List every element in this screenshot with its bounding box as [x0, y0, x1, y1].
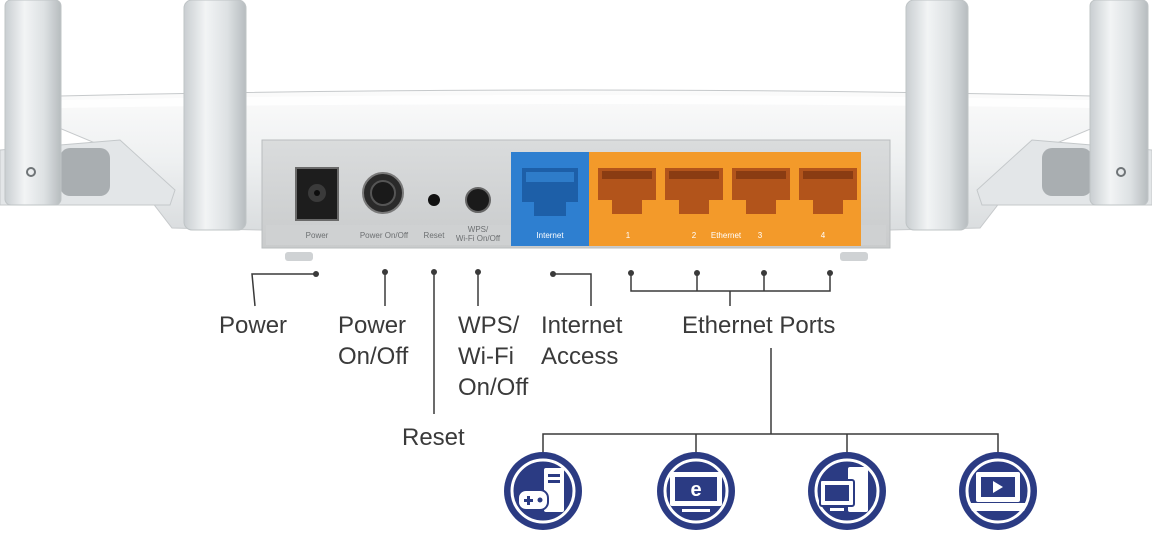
ethernet-ports: [589, 152, 861, 246]
panel-label-port-2: 2: [692, 231, 697, 240]
callout-wps-line2: Wi-Fi: [458, 343, 514, 370]
ethernet-port-2: [665, 168, 723, 214]
internet-port: [511, 152, 589, 246]
callout-wps: WPS/ Wi-Fi On/Off: [458, 310, 528, 403]
wps-button: [465, 187, 491, 213]
smart-tv-icon: e: [657, 452, 735, 530]
callout-power-onoff-line2: On/Off: [338, 343, 409, 370]
panel-label-port-1: 1: [626, 231, 631, 240]
desktop-computer-icon: [808, 452, 886, 530]
callout-reset-text: Reset: [402, 424, 465, 451]
power-switch: [362, 172, 404, 214]
callout-internet-line1: Internet: [541, 312, 623, 339]
panel-label-power-onoff: Power On/Off: [360, 231, 409, 240]
callout-power-onoff-line1: Power: [338, 312, 407, 339]
panel-label-port-3: 3: [758, 231, 763, 240]
antennas: [4, 0, 1149, 231]
power-jack: [295, 167, 339, 221]
leader-dots: [313, 269, 833, 277]
panel-label-ethernet: Ethernet: [711, 231, 742, 240]
callout-wps-line3: On/Off: [458, 374, 529, 401]
panel-label-power: Power: [306, 231, 329, 240]
game-pc-icon: [504, 452, 582, 530]
callout-ethernet-ports: Ethernet Ports: [682, 310, 835, 341]
svg-text:e: e: [690, 479, 701, 501]
callout-internet-line2: Access: [541, 343, 619, 370]
leader-lines: [251, 272, 999, 456]
reset-pinhole: [428, 194, 440, 206]
panel-label-port-4: 4: [821, 231, 826, 240]
callout-ethernet-ports-text: Ethernet Ports: [682, 312, 836, 339]
callout-power: Power: [219, 310, 287, 341]
panel-label-reset: Reset: [424, 231, 446, 240]
callout-power-text: Power: [219, 312, 288, 339]
callout-power-onoff: Power On/Off: [338, 310, 408, 372]
ethernet-port-3: [732, 168, 790, 214]
callout-reset: Reset: [402, 422, 465, 453]
panel-label-internet: Internet: [536, 231, 564, 240]
callout-internet: Internet Access: [541, 310, 622, 372]
ethernet-port-1: [598, 168, 656, 214]
panel-label-wps-line2: Wi-Fi On/Off: [456, 234, 501, 243]
laptop-icon: [959, 452, 1037, 530]
panel-label-wps-line1: WPS/: [468, 225, 489, 234]
callout-wps-line1: WPS/: [458, 312, 520, 339]
ethernet-port-4: [799, 168, 857, 214]
